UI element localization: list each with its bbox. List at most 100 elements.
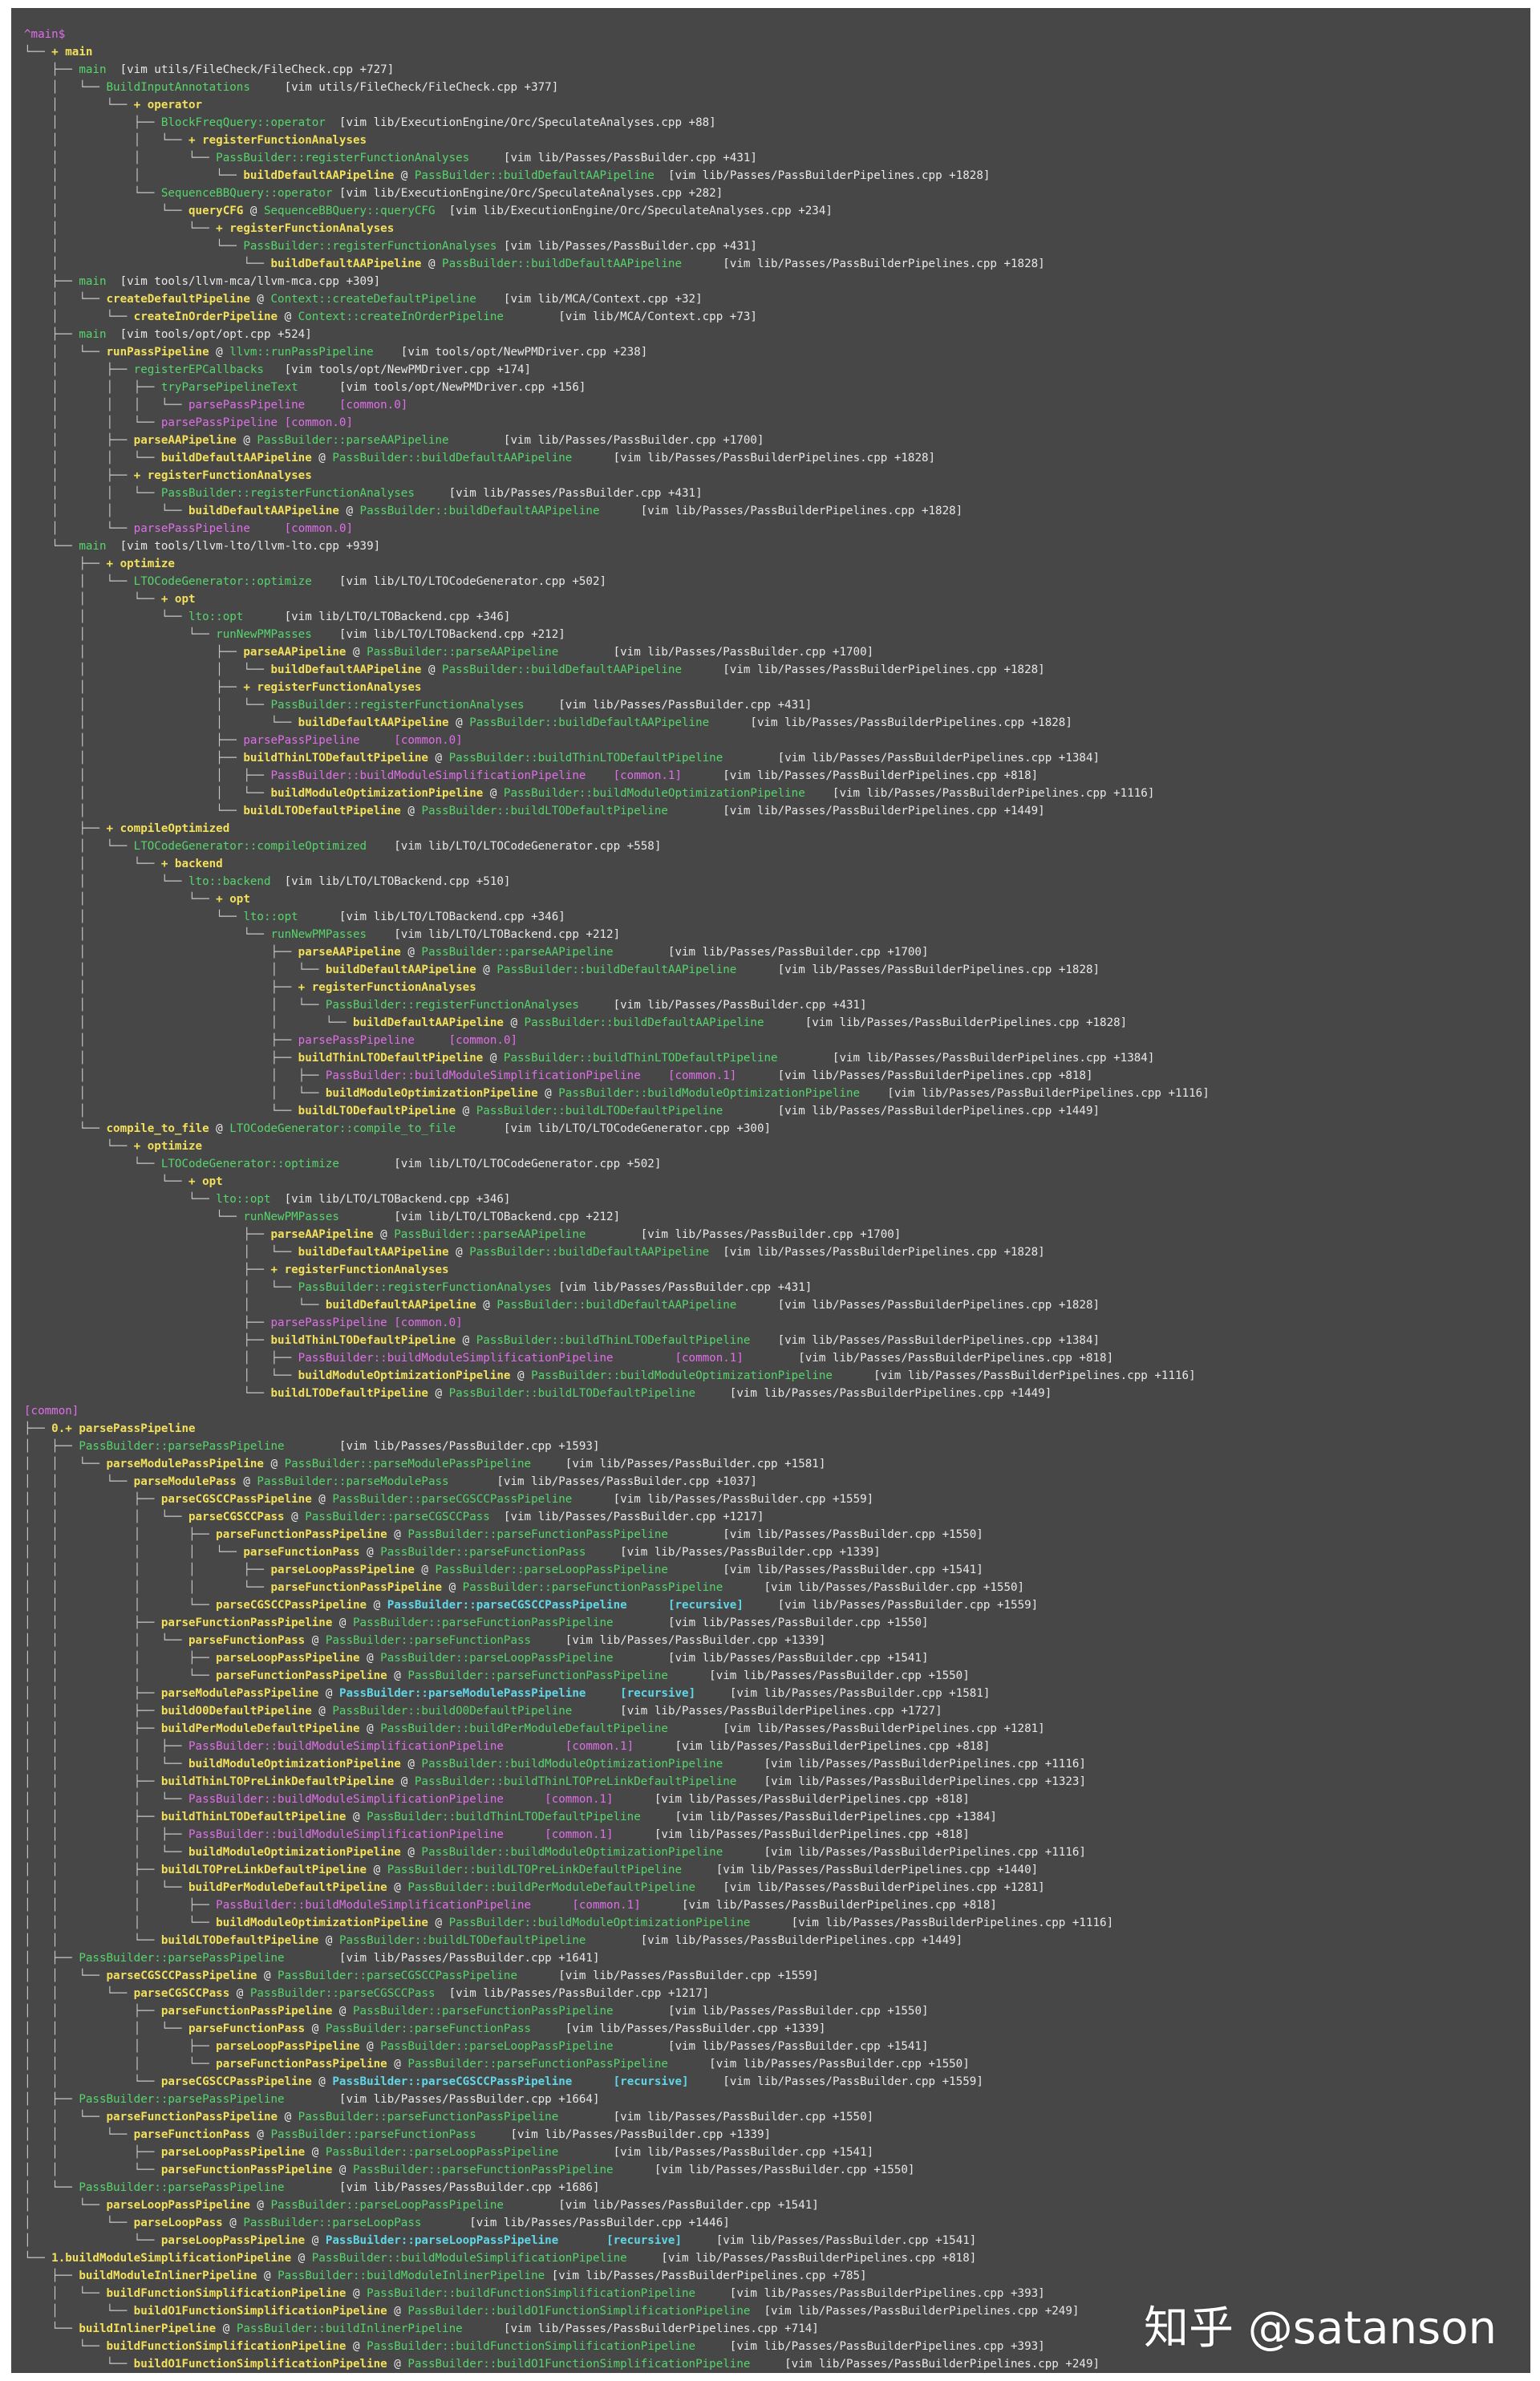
caller-name: buildO1FunctionSimplificationPipeline: [133, 2358, 387, 2371]
tree-line: │ └── queryCFG @ SequenceBBQuery::queryC…: [24, 202, 1530, 220]
tree-line: │ │ ├── PassBuilder::buildModuleSimplifi…: [24, 767, 1530, 785]
caller-name: compile_to_file: [106, 1122, 209, 1135]
location-text: @: [414, 1564, 436, 1576]
tree-line: │ │ └── parseFunctionPass @ PassBuilder:…: [24, 2126, 1530, 2144]
recursive-ref: PassBuilder::parseCGSCCPassPipeline: [332, 2075, 573, 2088]
caller-name: buildDefaultAAPipeline: [270, 663, 422, 676]
common-ref: [common.0]: [394, 734, 463, 747]
location-text: @: [373, 1228, 395, 1241]
tree-line: │ │ ├── tryParsePipelineText [vim tools/…: [24, 379, 1530, 396]
function-name: PassBuilder::parseAAPipeline: [257, 434, 449, 447]
tree-branch: │ │ │ ├──: [24, 1828, 188, 1841]
caller-name: + registerFunctionAnalyses: [133, 469, 312, 482]
tree-branch: │ │ └──: [24, 416, 161, 429]
common-ref: [common.0]: [338, 399, 408, 412]
location-text: [vim lib/MCA/Context.cpp +32]: [476, 293, 703, 306]
tree-line: │ │ │ ├── parseLoopPassPipeline @ PassBu…: [24, 2038, 1530, 2055]
location-text: [vim lib/LTO/LTOCodeGenerator.cpp +502]: [311, 575, 607, 588]
function-name: PassBuilder::buildThinLTODefaultPipeline: [503, 1052, 778, 1065]
tree-line: │ └── lto::opt [vim lib/LTO/LTOBackend.c…: [24, 908, 1530, 926]
tree-branch: │ ├──: [24, 1352, 298, 1365]
tree-line: │ └── runNewPMPasses [vim lib/LTO/LTOBac…: [24, 626, 1530, 643]
tree-line: │ │ └── parseFunctionPassPipeline @ Pass…: [24, 2108, 1530, 2126]
tree-line: └── compile_to_file @ LTOCodeGenerator::…: [24, 1120, 1530, 1138]
tree-branch: │ └──: [24, 893, 217, 906]
tree-line: │ │ └── buildDefaultAAPipeline @ PassBui…: [24, 661, 1530, 679]
caller-name: buildLTODefaultPipeline: [270, 1387, 428, 1400]
tree-line: │ │ │ └── buildModuleOptimizationPipelin…: [24, 1844, 1530, 1861]
function-name: registerEPCallbacks: [133, 363, 264, 376]
tree-line: │ └── PassBuilder::registerFunctionAnaly…: [24, 1279, 1530, 1296]
caller-name: buildFunctionSimplificationPipeline: [106, 2340, 346, 2353]
tree-branch: │ │ │ └──: [24, 399, 188, 412]
function-name: PassBuilder::parseCGSCCPass: [305, 1511, 490, 1523]
caller-name: buildDefaultAAPipeline: [298, 1246, 449, 1259]
tree-line: │ ├── parseAAPipeline @ PassBuilder::par…: [24, 432, 1530, 449]
terminal-window[interactable]: ^main$└── + main ├── main [vim utils/Fil…: [11, 8, 1530, 2373]
tree-line: │ └── LTOCodeGenerator::optimize [vim li…: [24, 573, 1530, 590]
caller-name: queryCFG: [188, 205, 244, 217]
location-text: @: [236, 1475, 257, 1488]
common-ref: PassBuilder::buildModuleSimplificationPi…: [298, 1352, 614, 1365]
caller-name: parseLoopPassPipeline: [216, 1652, 360, 1665]
location-text: [vim lib/Passes/PassBuilder.cpp +1700]: [586, 1228, 902, 1241]
location-text: [vim lib/Passes/PassBuilderPipelines.cpp…: [667, 1722, 1045, 1735]
recursive-ref: PassBuilder::parseLoopPassPipeline: [325, 2234, 559, 2247]
caller-name: + compileOptimized: [106, 822, 230, 835]
function-name: PassBuilder::parseModulePass: [257, 1475, 449, 1488]
location-text: [504, 1828, 545, 1841]
tree-branch: │ ├──: [24, 469, 134, 482]
location-text: [vim lib/Passes/PassBuilder.cpp +1541]: [558, 2146, 874, 2159]
tree-line: │ │ │ └── parseFunctionPass @ PassBuilde…: [24, 2020, 1530, 2038]
caller-name: parseFunctionPass: [133, 2128, 250, 2141]
tree-line: │ │ │ └── buildModuleOptimizationPipelin…: [24, 1914, 1530, 1932]
tree-branch: │ │ └──: [24, 2111, 107, 2123]
tree-line: │ │ └── parseFunctionPassPipeline @ Pass…: [24, 2161, 1530, 2179]
tree-line: ^main$: [24, 26, 1530, 43]
location-text: [vim lib/Passes/PassBuilderPipelines.cpp…: [572, 452, 936, 464]
location-text: @: [346, 2287, 367, 2300]
function-name: lto::opt: [243, 911, 298, 923]
caller-name: buildO1FunctionSimplificationPipeline: [133, 2305, 387, 2318]
location-text: @: [483, 787, 504, 800]
location-text: @: [421, 258, 443, 270]
caller-name: parseAAPipeline: [133, 434, 237, 447]
location-text: [vim lib/Passes/PassBuilderPipelines.cpp…: [654, 169, 991, 182]
tree-branch: │ │ └──: [24, 663, 271, 676]
tree-line: │ ├── PassBuilder::parsePassPipeline [vi…: [24, 1949, 1530, 1967]
tree-line: [common]: [24, 1402, 1530, 1420]
caller-name: buildDefaultAAPipeline: [353, 1016, 504, 1029]
function-name: Context::createDefaultPipeline: [270, 293, 476, 306]
tree-line: └── buildFunctionSimplificationPipeline …: [24, 2338, 1530, 2355]
tree-branch: │ └──: [24, 522, 134, 535]
tree-branch: │ │ │ └──: [24, 1846, 188, 1859]
tree-branch: │ │ └──: [24, 134, 188, 147]
tree-branch: │ │ │ │ ├──: [24, 1564, 271, 1576]
tree-branch: │ │ └──: [24, 452, 161, 464]
location-text: [vim lib/LTO/LTOBackend.cpp +212]: [311, 628, 565, 641]
caller-name: parseLoopPass: [133, 2217, 223, 2229]
tree-branch: └──: [24, 2358, 134, 2371]
caller-name: buildModuleOptimizationPipeline: [188, 1846, 401, 1859]
function-name: llvm::runPassPipeline: [229, 346, 374, 359]
location-text: [vim tools/opt/NewPMDriver.cpp +238]: [373, 346, 648, 359]
tree-line: │ │ ├── parseModulePassPipeline @ PassBu…: [24, 1685, 1530, 1702]
function-name: LTOCodeGenerator::compile_to_file: [229, 1122, 456, 1135]
location-text: @: [359, 1722, 381, 1735]
location-text: [vim lib/Passes/PassBuilder.cpp +1550]: [613, 2005, 929, 2018]
tree-branch: │ │ │ └──: [24, 1511, 188, 1523]
function-name: PassBuilder::parseFunctionPass: [270, 2128, 476, 2141]
location-text: @: [243, 205, 264, 217]
location-text: @: [249, 293, 271, 306]
tree-branch: │ │ └──: [24, 2164, 161, 2176]
caller-name: parseFunctionPassPipeline: [216, 2058, 387, 2071]
tree-branch: │ └──: [24, 2199, 107, 2212]
location-text: [vim tools/opt/NewPMDriver.cpp +174]: [263, 363, 532, 376]
tree-line: │ │ └── + registerFunctionAnalyses: [24, 132, 1530, 149]
location-text: @: [476, 963, 497, 976]
tree-line: ├── main [vim utils/FileCheck/FileCheck.…: [24, 61, 1530, 79]
function-name: PassBuilder::buildLTODefaultPipeline: [421, 805, 668, 817]
tree-branch: │ │ └──: [24, 1475, 134, 1488]
tree-line: │ │ └── parseModulePass @ PassBuilder::p…: [24, 1473, 1530, 1491]
tree-branch: │ └──: [24, 575, 134, 588]
